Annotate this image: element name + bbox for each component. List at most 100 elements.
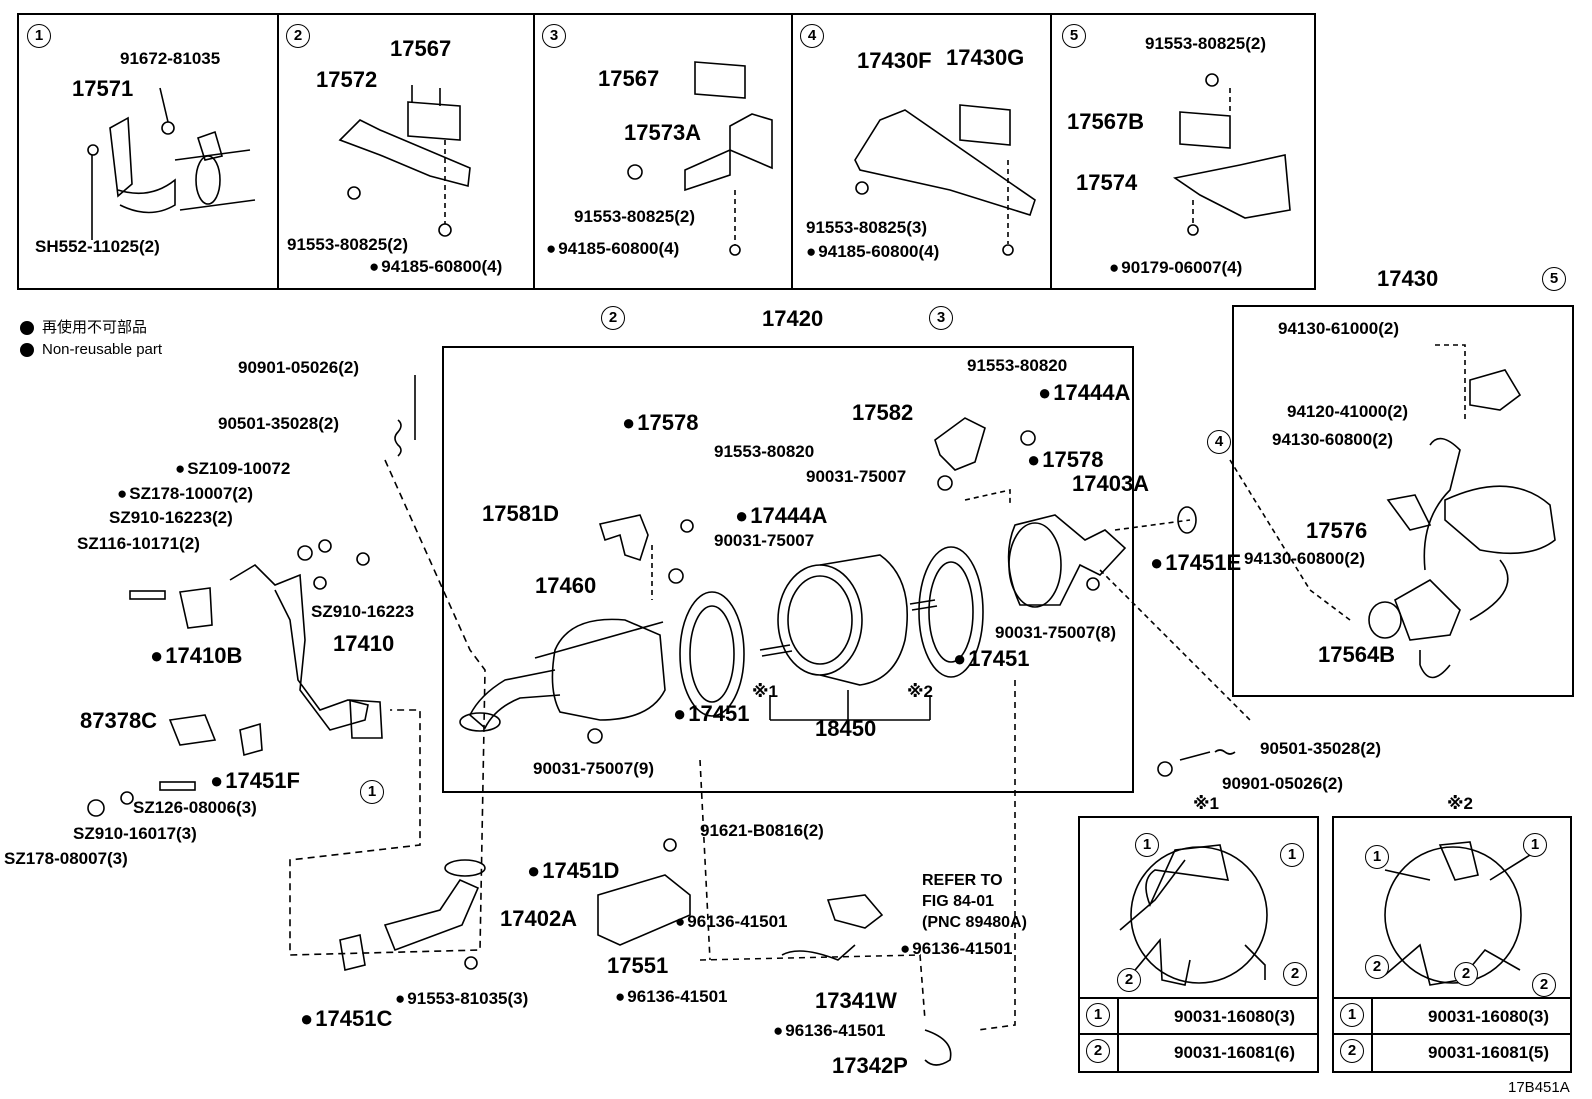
- label-sz910-16017[interactable]: SZ910-16017(3): [73, 824, 197, 843]
- label-91553-80825-p5[interactable]: 91553-80825(2): [1145, 34, 1266, 53]
- label-17451f[interactable]: 17451F: [210, 770, 300, 792]
- inset-2-row2-part[interactable]: 90031-16081(5): [1428, 1043, 1549, 1062]
- label-94130-60800-b[interactable]: 94130-60800(2): [1244, 549, 1365, 568]
- label-94130-61000[interactable]: 94130-61000(2): [1278, 319, 1399, 338]
- label-17451-b[interactable]: 17451: [953, 648, 1029, 670]
- label-91553-80820-b[interactable]: 91553-80820: [967, 356, 1068, 375]
- label-90179-06007[interactable]: 90179-06007(4): [1109, 259, 1242, 276]
- inset-2-callout-d: 2: [1454, 962, 1478, 986]
- inset-1-row2-num: 2: [1086, 1039, 1110, 1063]
- label-17451-a[interactable]: 17451: [673, 703, 749, 725]
- label-17341w[interactable]: 17341W: [815, 988, 897, 1013]
- refer-line-3: (PNC 89480A): [922, 914, 1027, 931]
- callout-1-left: 1: [360, 780, 384, 804]
- label-90901-05026-r[interactable]: 90901-05026(2): [1222, 774, 1343, 793]
- label-17564b[interactable]: 17564B: [1318, 642, 1396, 667]
- label-17430g[interactable]: 17430G: [946, 45, 1025, 70]
- label-17574[interactable]: 17574: [1076, 170, 1138, 195]
- label-94130-60800-a[interactable]: 94130-60800(2): [1272, 430, 1393, 449]
- panel-4-number: 4: [800, 24, 824, 48]
- label-note-1: ※1: [752, 682, 778, 701]
- inset-2-callout-a: 1: [1365, 845, 1389, 869]
- label-17430[interactable]: 17430: [1377, 266, 1439, 291]
- label-17430f[interactable]: 17430F: [857, 48, 932, 73]
- label-17451d[interactable]: 17451D: [527, 860, 619, 882]
- label-17460[interactable]: 17460: [535, 573, 597, 598]
- refer-line-2: FIG 84-01: [922, 893, 995, 910]
- label-17342p[interactable]: 17342P: [832, 1053, 908, 1078]
- label-18450[interactable]: 18450: [815, 716, 877, 741]
- label-94185-60800-p2[interactable]: 94185-60800(4): [369, 258, 502, 275]
- label-90901-05026-l[interactable]: 90901-05026(2): [238, 358, 359, 377]
- label-96136-41501-c[interactable]: 96136-41501: [615, 988, 727, 1005]
- label-17578-b[interactable]: 17578: [1027, 449, 1103, 471]
- label-17444a-a[interactable]: 17444A: [735, 505, 827, 527]
- panel-2-number: 2: [286, 24, 310, 48]
- label-17403a[interactable]: 17403A: [1072, 471, 1150, 496]
- inset-1-row1-part[interactable]: 90031-16080(3): [1174, 1007, 1295, 1026]
- inset-1-row2-part[interactable]: 90031-16081(6): [1174, 1043, 1295, 1062]
- inset-2-callout-c: 2: [1365, 955, 1389, 979]
- label-91553-80825-p3[interactable]: 91553-80825(2): [574, 207, 695, 226]
- label-91553-80825-p4[interactable]: 91553-80825(3): [806, 218, 927, 237]
- label-90031-75007-9[interactable]: 90031-75007(9): [533, 759, 654, 778]
- label-sz109-10072[interactable]: SZ109-10072: [175, 460, 290, 477]
- label-94185-60800-p3[interactable]: 94185-60800(4): [546, 240, 679, 257]
- label-96136-41501-d[interactable]: 96136-41501: [773, 1022, 885, 1039]
- label-sz178-10007[interactable]: SZ178-10007(2): [117, 485, 253, 502]
- label-17567-p3[interactable]: 17567: [598, 66, 660, 91]
- label-91672-81035[interactable]: 91672-81035: [120, 49, 221, 68]
- label-17571[interactable]: 17571: [72, 76, 134, 101]
- label-91553-80825-p2[interactable]: 91553-80825(2): [287, 235, 408, 254]
- refer-note[interactable]: REFER TO FIG 84-01 (PNC 89480A): [922, 870, 1027, 933]
- label-90031-75007-8[interactable]: 90031-75007(8): [995, 623, 1116, 642]
- legend-en: Non-reusable part: [20, 341, 162, 358]
- label-17573a[interactable]: 17573A: [624, 120, 702, 145]
- label-17582[interactable]: 17582: [852, 400, 914, 425]
- label-17402a[interactable]: 17402A: [500, 906, 578, 931]
- label-91553-80820-a[interactable]: 91553-80820: [714, 442, 815, 461]
- label-91621-b0816[interactable]: 91621-B0816(2): [700, 821, 824, 840]
- label-90501-35028-l[interactable]: 90501-35028(2): [218, 414, 339, 433]
- label-90031-75007-b[interactable]: 90031-75007: [806, 467, 907, 486]
- inset-2-row1-num: 1: [1340, 1003, 1364, 1027]
- label-91553-81035[interactable]: 91553-81035(3): [395, 990, 528, 1007]
- label-sz910-16223-2[interactable]: SZ910-16223(2): [109, 508, 233, 527]
- label-17410[interactable]: 17410: [333, 631, 395, 656]
- label-17420[interactable]: 17420: [762, 306, 824, 331]
- inset-1-callout-b: 1: [1280, 843, 1304, 867]
- figure-code: 17B451A: [1508, 1079, 1570, 1096]
- label-sz116-10171[interactable]: SZ116-10171(2): [77, 534, 200, 553]
- label-90501-35028-r[interactable]: 90501-35028(2): [1260, 739, 1381, 758]
- label-17567b[interactable]: 17567B: [1067, 109, 1145, 134]
- label-17567-p2[interactable]: 17567: [390, 36, 452, 61]
- label-94120-41000[interactable]: 94120-41000(2): [1287, 402, 1408, 421]
- inset-2-row1-part[interactable]: 90031-16080(3): [1428, 1007, 1549, 1026]
- callout-4-right: 4: [1207, 430, 1231, 454]
- label-17578-a[interactable]: 17578: [622, 412, 698, 434]
- label-17444a-b[interactable]: 17444A: [1038, 382, 1130, 404]
- label-94185-60800-p4[interactable]: 94185-60800(4): [806, 243, 939, 260]
- label-sz910-16223[interactable]: SZ910-16223: [311, 602, 415, 621]
- label-90031-75007-a[interactable]: 90031-75007: [714, 531, 815, 550]
- inset-1-callout-a: 1: [1135, 833, 1159, 857]
- label-17551[interactable]: 17551: [607, 953, 669, 978]
- callout-2-main: 2: [601, 306, 625, 330]
- label-17576[interactable]: 17576: [1306, 518, 1368, 543]
- panel-3-number: 3: [542, 24, 566, 48]
- label-sh552-11025[interactable]: SH552-11025(2): [35, 237, 160, 256]
- legend-jp: 再使用不可部品: [20, 316, 147, 337]
- label-sz126-08006[interactable]: SZ126-08006(3): [133, 798, 257, 817]
- label-96136-41501-a[interactable]: 96136-41501: [675, 913, 787, 930]
- label-17410b[interactable]: 17410B: [150, 645, 242, 667]
- callout-5-right: 5: [1542, 267, 1566, 291]
- label-17451c[interactable]: 17451C: [300, 1008, 392, 1030]
- label-17581d[interactable]: 17581D: [482, 501, 560, 526]
- label-sz178-08007[interactable]: SZ178-08007(3): [4, 849, 128, 868]
- label-17451e[interactable]: 17451E: [1150, 552, 1241, 574]
- label-96136-41501-b[interactable]: 96136-41501: [900, 940, 1012, 957]
- label-87378c[interactable]: 87378C: [80, 708, 158, 733]
- inset-2-title: ※2: [1447, 794, 1473, 813]
- label-17572[interactable]: 17572: [316, 67, 378, 92]
